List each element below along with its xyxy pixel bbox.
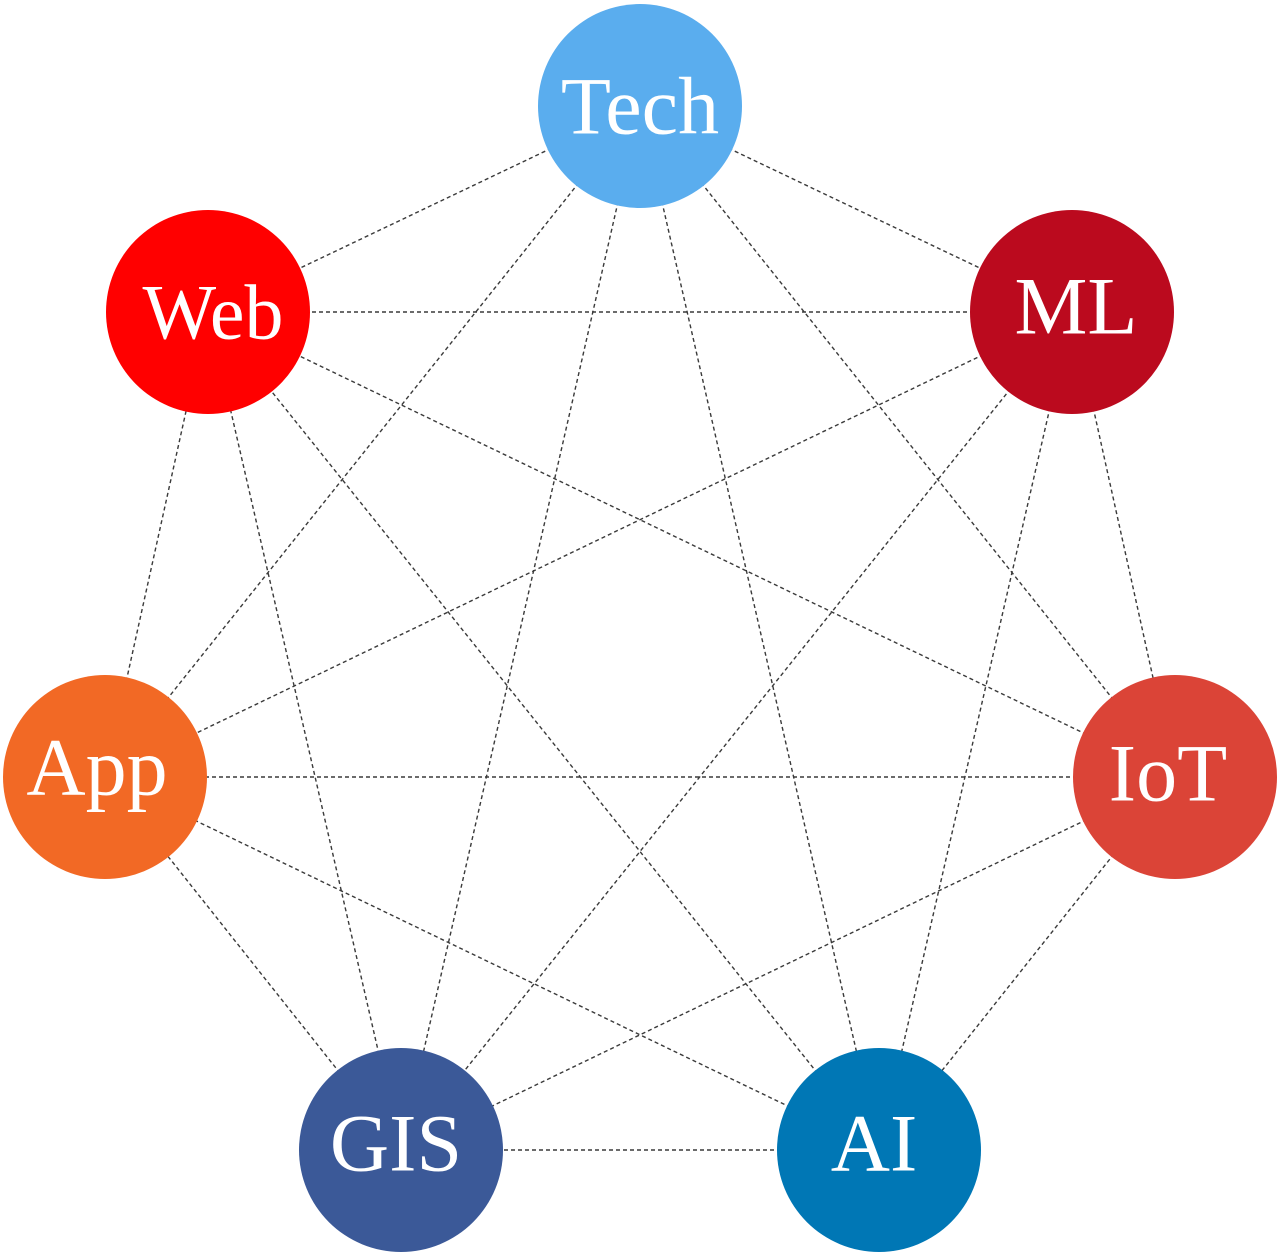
node-gis: GIS bbox=[299, 1048, 503, 1252]
node-ai-circle bbox=[777, 1048, 981, 1252]
node-web-label: Web bbox=[143, 269, 284, 356]
edge-ml-gis bbox=[400, 311, 1073, 1151]
node-ai: AI bbox=[777, 1048, 981, 1252]
edge-gis-web bbox=[207, 311, 402, 1151]
node-gis-circle bbox=[299, 1048, 503, 1252]
node-web: Web bbox=[106, 210, 310, 414]
node-tech: Tech bbox=[538, 4, 742, 208]
node-app-circle bbox=[3, 675, 207, 879]
node-ml-label: ML bbox=[1015, 261, 1138, 352]
node-iot: IoT bbox=[1073, 675, 1277, 879]
edge-ml-app bbox=[104, 311, 1073, 778]
node-app-label: App bbox=[26, 722, 167, 813]
edge-iot-web bbox=[207, 311, 1176, 778]
node-iot-label: IoT bbox=[1109, 728, 1227, 819]
node-web-circle bbox=[106, 210, 310, 414]
node-app: App bbox=[3, 675, 207, 879]
node-tech-label: Tech bbox=[561, 61, 719, 152]
edge-ai-web bbox=[207, 311, 880, 1151]
edge-tech-gis bbox=[400, 105, 641, 1151]
node-ml: ML bbox=[970, 210, 1174, 414]
edge-ml-ai bbox=[878, 311, 1073, 1151]
node-ml-circle bbox=[970, 210, 1174, 414]
edge-iot-gis bbox=[400, 776, 1176, 1151]
node-gis-label: GIS bbox=[330, 1098, 462, 1189]
edge-tech-app bbox=[104, 105, 641, 778]
node-tech-circle bbox=[538, 4, 742, 208]
edge-ai-app bbox=[104, 776, 880, 1151]
node-ai-label: AI bbox=[831, 1098, 918, 1189]
edge-tech-ai bbox=[639, 105, 880, 1151]
node-iot-circle bbox=[1073, 675, 1277, 879]
edge-tech-iot bbox=[639, 105, 1176, 778]
